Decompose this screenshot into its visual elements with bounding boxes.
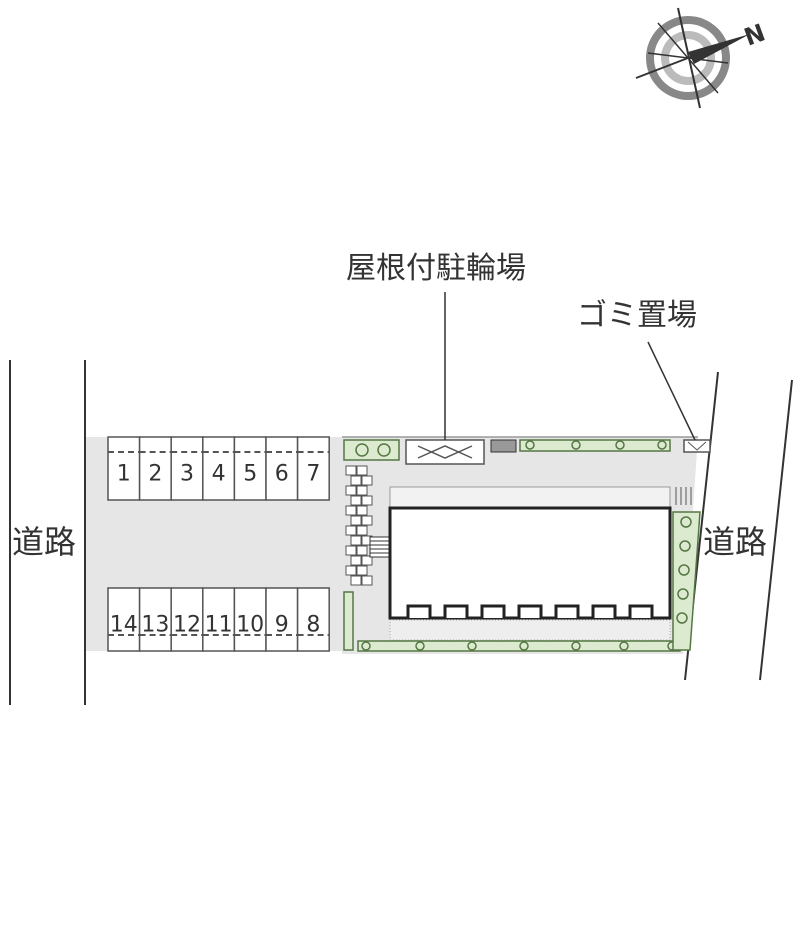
parking-space-number: 7 bbox=[306, 462, 320, 487]
bicycle-parking-roof-mark bbox=[417, 445, 473, 459]
stairs bbox=[369, 536, 391, 558]
parking-space-number: 13 bbox=[141, 613, 169, 638]
parking-space-number: 1 bbox=[117, 462, 131, 487]
parking-space-number: 12 bbox=[173, 613, 201, 638]
compass-icon: N bbox=[635, 7, 769, 109]
tree-icon bbox=[657, 440, 667, 450]
tree-icon bbox=[467, 641, 477, 651]
parking-space: 12 bbox=[170, 587, 204, 652]
drain-grate bbox=[490, 439, 517, 453]
parking-space-number: 4 bbox=[212, 462, 226, 487]
parking-space: 10 bbox=[233, 587, 267, 652]
north-label: N bbox=[740, 18, 768, 51]
gravel-strip bbox=[389, 619, 671, 641]
road-left-label: 道路 bbox=[12, 523, 76, 561]
parking-space-number: 11 bbox=[205, 613, 233, 638]
tree-icon bbox=[377, 443, 391, 457]
building bbox=[388, 506, 672, 620]
tree-icon bbox=[677, 588, 689, 600]
parking-space: 9 bbox=[265, 587, 299, 652]
parking-space: 14 bbox=[107, 587, 141, 652]
parking-space: 2 bbox=[138, 436, 172, 501]
tree-icon bbox=[571, 641, 581, 651]
parking-space: 3 bbox=[170, 436, 204, 501]
parking-space-number: 10 bbox=[236, 613, 264, 638]
road-right-label: 道路 bbox=[703, 523, 767, 561]
parking-space: 6 bbox=[265, 436, 299, 501]
parking-space: 1 bbox=[107, 436, 141, 501]
parking-space-number: 5 bbox=[243, 462, 257, 487]
road-right-edge-outer bbox=[759, 379, 793, 681]
tree-icon bbox=[676, 612, 688, 624]
tree-icon bbox=[619, 641, 629, 651]
parking-space: 11 bbox=[202, 587, 236, 652]
tree-icon bbox=[615, 440, 625, 450]
hedge-top-right bbox=[519, 439, 671, 452]
corridor bbox=[389, 486, 671, 508]
bicycle-parking-area bbox=[405, 439, 485, 465]
balcony-line bbox=[390, 604, 670, 620]
garbage-mark bbox=[687, 441, 707, 451]
garbage-area bbox=[683, 439, 711, 453]
tree-icon bbox=[355, 443, 369, 457]
parking-space: 7 bbox=[296, 436, 330, 501]
entrance-steps bbox=[675, 487, 692, 505]
parking-space-number: 2 bbox=[148, 462, 162, 487]
tree-icon bbox=[519, 641, 529, 651]
parking-space-number: 3 bbox=[180, 462, 194, 487]
parking-space: 8 bbox=[296, 587, 330, 652]
tree-icon bbox=[361, 641, 371, 651]
bicycle-parking-roof-mark-lower bbox=[417, 445, 473, 459]
parking-space: 13 bbox=[138, 587, 172, 652]
garbage-leader bbox=[647, 341, 696, 441]
parking-space: 4 bbox=[202, 436, 236, 501]
parking-space-number: 9 bbox=[275, 613, 289, 638]
parking-space-number: 6 bbox=[275, 462, 289, 487]
tree-icon bbox=[571, 440, 581, 450]
tree-icon bbox=[415, 641, 425, 651]
hedge-bottom bbox=[357, 640, 681, 652]
tree-icon bbox=[680, 516, 692, 528]
parking-space: 5 bbox=[233, 436, 267, 501]
tree-icon bbox=[679, 540, 691, 552]
tile-paving bbox=[345, 465, 373, 586]
parking-space-number: 14 bbox=[110, 613, 138, 638]
hedge-left bbox=[343, 591, 354, 651]
tree-icon bbox=[525, 440, 535, 450]
tree-icon bbox=[678, 564, 690, 576]
bicycle-parking-label: 屋根付駐輪場 bbox=[346, 251, 526, 286]
garbage-label: ゴミ置場 bbox=[577, 298, 697, 333]
parking-space-number: 8 bbox=[306, 613, 320, 638]
